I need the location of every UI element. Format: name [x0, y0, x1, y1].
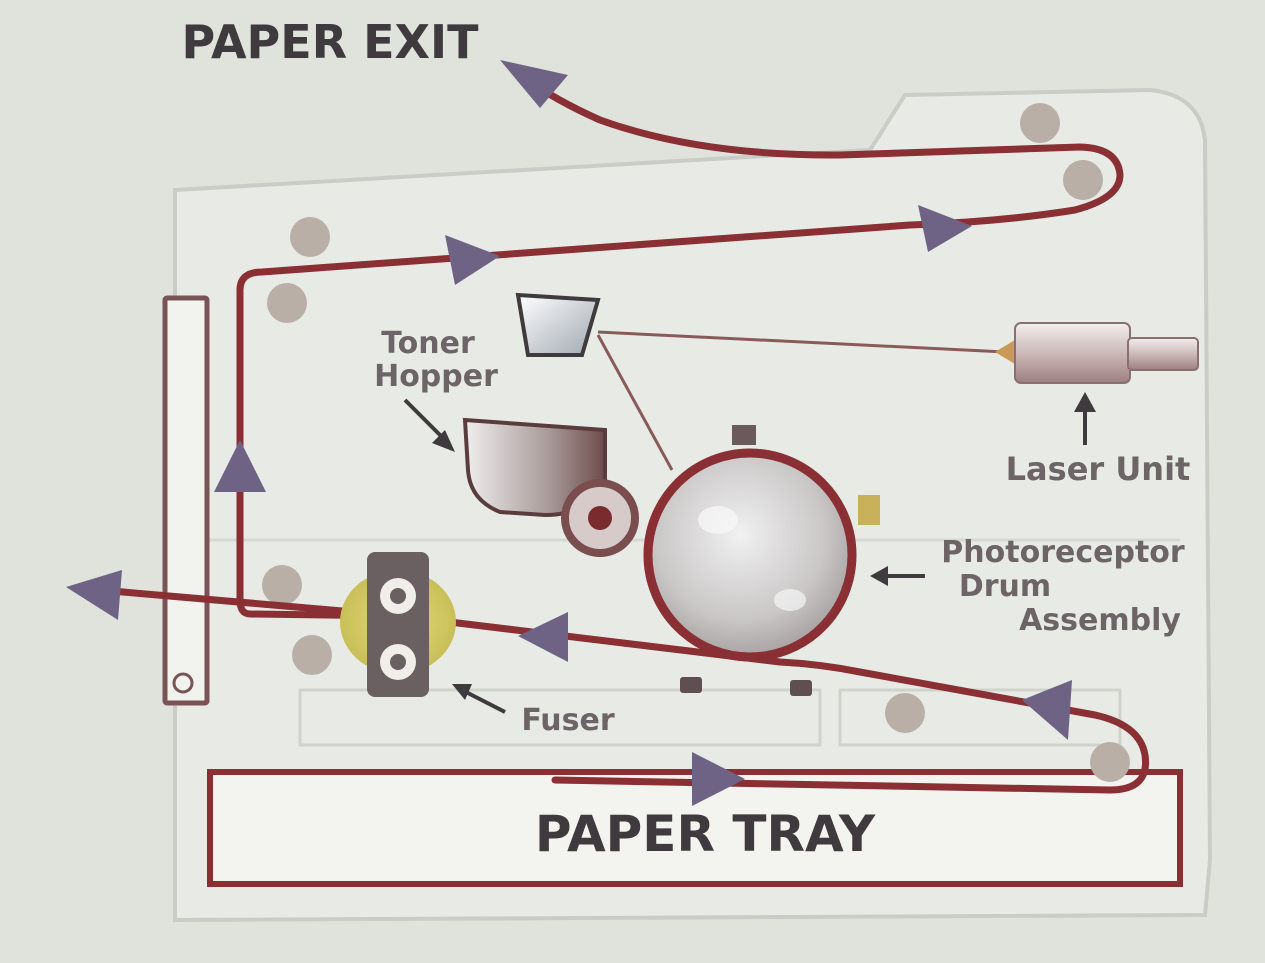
arrow-left-out-icon — [66, 570, 122, 620]
arrow-bottom-right-icon — [1022, 680, 1072, 740]
arrow-top-left-icon — [445, 235, 500, 285]
roller — [1020, 103, 1060, 143]
roller — [1063, 160, 1103, 200]
arrow-up-icon — [214, 440, 266, 492]
paper-tray-label: PAPER TRAY — [535, 805, 876, 863]
manual-feed-slot — [162, 295, 210, 706]
roller — [885, 693, 925, 733]
roller — [262, 565, 302, 605]
photoreceptor-label-2: Drum — [959, 569, 1051, 604]
arrow-drum-left-icon — [518, 612, 568, 662]
scanning-mirror — [515, 292, 601, 357]
roller — [1090, 742, 1130, 782]
toner-hopper-label-1: Toner — [381, 326, 475, 361]
paper-exit-label: PAPER EXIT — [181, 15, 479, 69]
photoreceptor-label-1: Photoreceptor — [941, 535, 1185, 570]
roller — [290, 217, 330, 257]
roller — [292, 635, 332, 675]
direction-arrows — [66, 60, 1072, 806]
toner-hopper-label-2: Hopper — [374, 359, 498, 394]
arrow-tray-icon — [692, 752, 745, 806]
fuser: Fuser — [340, 552, 615, 738]
fuser-label: Fuser — [521, 703, 615, 738]
laser-unit-label: Laser Unit — [1006, 450, 1191, 488]
photoreceptor-drum: Photoreceptor Drum Assembly — [643, 425, 1185, 696]
toner-hopper: Toner Hopper — [374, 326, 639, 557]
rollers — [262, 103, 1130, 782]
arrow-top-right-icon — [918, 205, 972, 252]
photoreceptor-label-3: Assembly — [1019, 603, 1181, 638]
roller — [267, 283, 307, 323]
laser-unit: Laser Unit — [596, 322, 1199, 488]
arrow-exit-icon — [500, 60, 568, 108]
